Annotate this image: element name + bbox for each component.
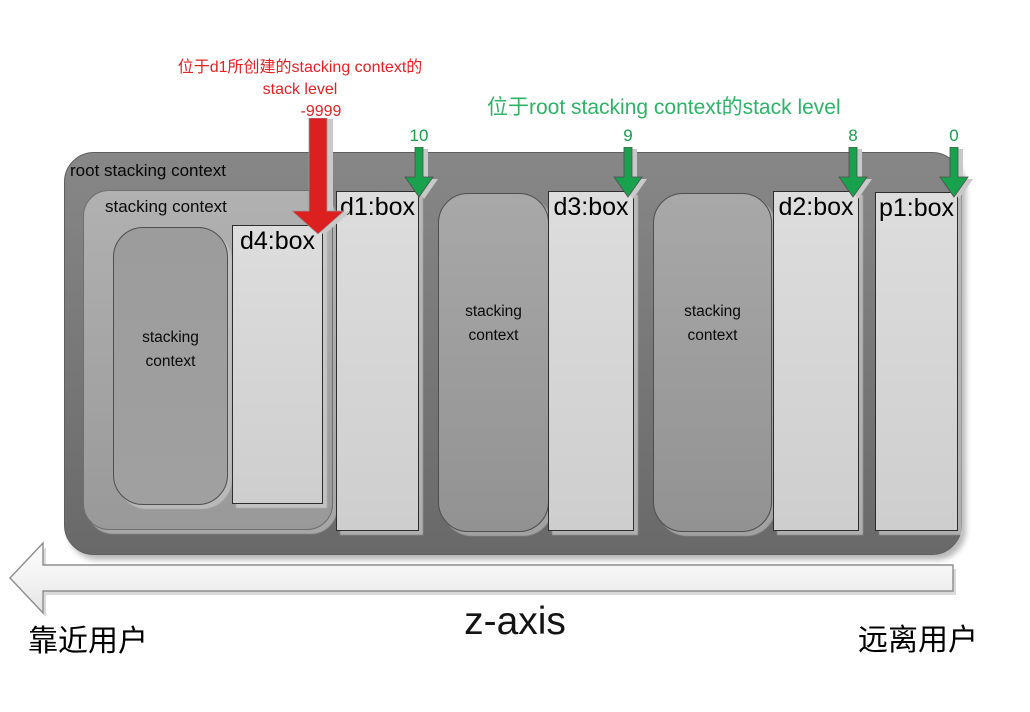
red-annotation-line-3: -9999 xyxy=(300,103,342,120)
far-user-label: 远离用户 xyxy=(858,624,978,657)
box-d1-label: d1:box xyxy=(339,193,416,221)
box-d1: d1:box xyxy=(336,191,419,531)
z-axis-label: z-axis xyxy=(464,600,566,643)
z-axis-arrow-icon xyxy=(0,538,990,628)
stack-level-marker-0: 0 xyxy=(949,126,959,145)
stack-level-marker-9: 9 xyxy=(623,126,633,145)
inner-stacking-context-box: stacking context xyxy=(113,227,228,505)
green-down-arrow-icon xyxy=(404,146,438,204)
nested-stacking-context-label: stacking context xyxy=(105,197,227,216)
near-user-label: 靠近用户 xyxy=(28,625,148,658)
box-d3: d3:box xyxy=(548,191,634,531)
box-d2: d2:box xyxy=(773,191,859,531)
box-d4: d4:box xyxy=(232,225,323,504)
red-down-arrow-icon xyxy=(288,117,352,241)
stacking-context-text-line-1: stacking xyxy=(684,303,741,320)
box-p1-label: p1:box xyxy=(878,194,955,222)
green-down-arrow-icon xyxy=(939,146,973,204)
box-p1: p1:box xyxy=(875,192,958,531)
green-annotation-title: 位于root stacking context的stack level xyxy=(487,96,841,119)
green-down-arrow-icon xyxy=(838,146,872,204)
stacking-context-text-line-1: stacking xyxy=(142,329,199,346)
middle-stacking-context-box-2: stacking context xyxy=(653,193,772,532)
middle-stacking-context-box-1: stacking context xyxy=(438,193,549,532)
red-annotation-line-2: stack level xyxy=(262,81,338,98)
stacking-context-text-line-2: context xyxy=(468,327,519,344)
red-annotation-line-1: 位于d1所创建的stacking context的 xyxy=(177,59,423,76)
green-down-arrow-icon xyxy=(613,146,647,204)
box-d4-label: d4:box xyxy=(239,227,316,255)
stack-level-marker-8: 8 xyxy=(848,126,858,145)
stacking-context-text-line-2: context xyxy=(145,353,196,370)
box-d3-label: d3:box xyxy=(553,193,629,221)
stack-level-marker-10: 10 xyxy=(409,126,429,145)
root-stacking-context-label: root stacking context xyxy=(70,161,226,180)
box-d2-label: d2:box xyxy=(778,193,854,221)
stacking-context-text-line-2: context xyxy=(687,327,738,344)
stacking-context-text-line-1: stacking xyxy=(465,303,522,320)
red-annotation: 位于d1所创建的stacking context的 stack level -9… xyxy=(130,57,470,123)
